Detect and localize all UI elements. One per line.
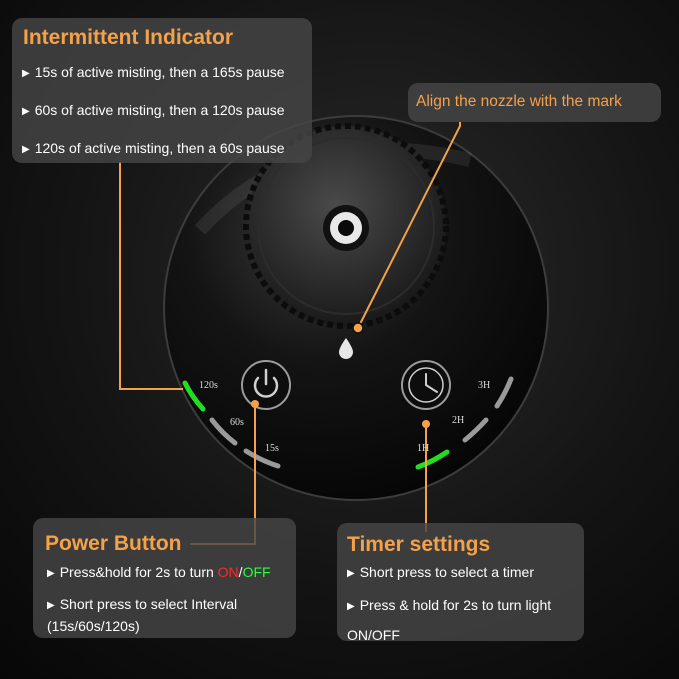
bullet-triangle-icon: ▶ bbox=[347, 568, 355, 579]
leader-intermittent bbox=[119, 162, 183, 390]
interval-label-60s: 60s bbox=[230, 417, 244, 428]
nozzle-callout-box: Align the nozzle with the mark bbox=[408, 83, 661, 122]
power-icon bbox=[253, 376, 279, 398]
timer-item-hold: ▶Press & hold for 2s to turn light ON/OF… bbox=[347, 591, 579, 649]
timer-item-short: ▶Short press to select a timer bbox=[347, 564, 534, 580]
timer-arc-2h bbox=[462, 417, 489, 443]
intermittent-item-15s: ▶15s of active misting, then a 165s paus… bbox=[22, 64, 285, 80]
clock-icon bbox=[408, 367, 444, 403]
on-text: ON bbox=[217, 564, 239, 580]
nozzle-callout-text: Align the nozzle with the mark bbox=[416, 93, 622, 110]
intermittent-item-120s: ▶120s of active misting, then a 60s paus… bbox=[22, 140, 285, 156]
bullet-triangle-icon: ▶ bbox=[22, 106, 30, 117]
bullet-triangle-icon: ▶ bbox=[47, 568, 55, 579]
water-drop-icon bbox=[339, 338, 353, 359]
interval-label-15s: 15s bbox=[265, 443, 279, 454]
power-item-hold: ▶Press&hold for 2s to turn ON/OFF bbox=[47, 564, 271, 580]
timer-label-1h: 1H bbox=[417, 443, 430, 454]
timer-arc-3h bbox=[494, 376, 514, 409]
timer-label-2h: 2H bbox=[452, 415, 465, 426]
timer-label-3h: 3H bbox=[478, 380, 491, 391]
bullet-triangle-icon: ▶ bbox=[22, 144, 30, 155]
power-item-short: ▶Short press to select Interval (15s/60s… bbox=[47, 596, 238, 634]
interval-label-120s: 120s bbox=[199, 380, 218, 391]
power-button-box: Power Button ▶Press&hold for 2s to turn … bbox=[33, 518, 296, 638]
intermittent-item-60s: ▶60s of active misting, then a 120s paus… bbox=[22, 102, 285, 118]
intermittent-indicator-box: Intermittent Indicator ▶15s of active mi… bbox=[12, 18, 312, 163]
bullet-triangle-icon: ▶ bbox=[347, 601, 355, 612]
timer-arc-1h bbox=[415, 449, 450, 470]
power-title: Power Button bbox=[45, 532, 182, 555]
bullet-triangle-icon: ▶ bbox=[47, 600, 55, 611]
indicator-arc-15s bbox=[243, 448, 281, 469]
indicator-arc-60s bbox=[209, 417, 238, 446]
leader-nozzle bbox=[357, 122, 461, 329]
timer-title: Timer settings bbox=[347, 533, 491, 556]
off-text: OFF bbox=[242, 564, 271, 580]
bullet-triangle-icon: ▶ bbox=[22, 68, 30, 79]
indicator-arc-120s bbox=[182, 380, 206, 412]
timer-settings-box: Timer settings ▶Short press to select a … bbox=[337, 523, 584, 643]
intermittent-title: Intermittent Indicator bbox=[23, 26, 234, 49]
